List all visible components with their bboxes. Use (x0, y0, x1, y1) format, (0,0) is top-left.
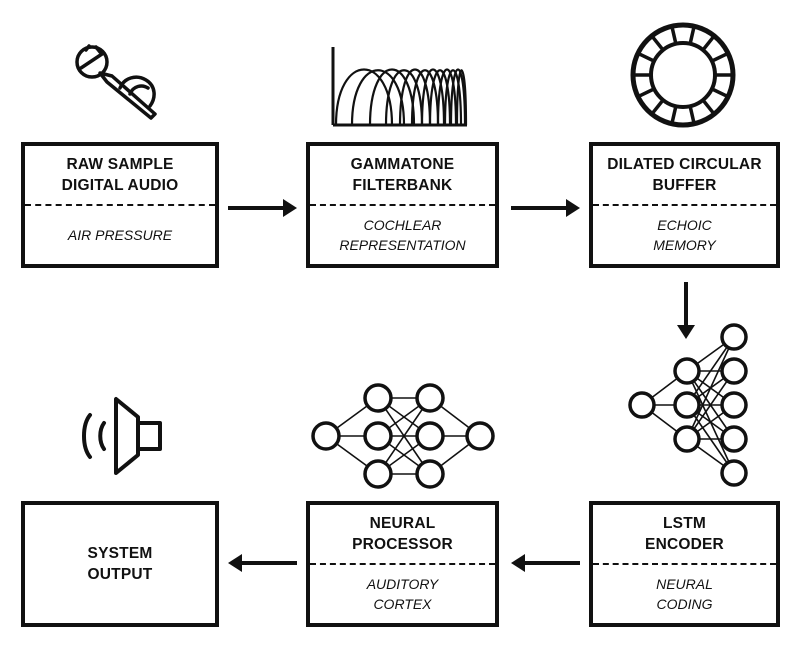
dashed-divider (593, 204, 776, 206)
network-node (363, 459, 393, 489)
ring-segment-divider (701, 34, 716, 52)
filter-arch (350, 69, 406, 126)
filterbank-curves-icon (330, 45, 470, 130)
stage-title: DILATED CIRCULAR BUFFER (607, 156, 762, 194)
network-node (673, 425, 701, 453)
network-node (415, 459, 445, 489)
ring-inner (649, 41, 717, 109)
network-node (415, 421, 445, 451)
stage-lstm-encoder-box: LSTM ENCODER NEURAL CODING (589, 501, 780, 627)
network-edge (686, 370, 735, 440)
filter-arch (455, 69, 468, 126)
network-node (465, 421, 495, 451)
stage-subtitle: AUDITORY CORTEX (366, 576, 439, 612)
filter-arch (410, 69, 440, 126)
network-node (673, 391, 701, 419)
stage-raw-sample-box: RAW SAMPLE DIGITAL AUDIO AIR PRESSURE (21, 142, 219, 268)
ring-buffer-icon (628, 20, 738, 130)
ring-segment-divider (670, 105, 678, 125)
stage-subtitle: COCHLEAR REPRESENTATION (339, 217, 466, 253)
network-edge (686, 336, 735, 406)
arrow-left-2-head (228, 554, 242, 572)
stage-subtitle: AIR PRESSURE (67, 227, 173, 243)
ring-segment-divider (650, 34, 665, 52)
filter-arch (443, 69, 463, 126)
network-node (363, 421, 393, 451)
stage-title: SYSTEM OUTPUT (87, 545, 153, 583)
neural-network-icon (308, 380, 498, 492)
filter-arch (384, 69, 424, 126)
stage-title: RAW SAMPLE DIGITAL AUDIO (61, 156, 179, 194)
stage-title: LSTM ENCODER (645, 515, 724, 553)
ring-segment-divider (688, 105, 696, 125)
network-edge (377, 397, 431, 475)
network-node (720, 323, 748, 351)
filter-arch (428, 69, 452, 126)
ring-segment-divider (637, 87, 655, 99)
stage-circular-buffer-box: DILATED CIRCULAR BUFFER ECHOIC MEMORY (589, 142, 780, 268)
network-node (628, 391, 656, 419)
dashed-divider (310, 204, 495, 206)
network-node (720, 459, 748, 487)
stage-title: NEURAL PROCESSOR (352, 515, 453, 553)
network-node (673, 357, 701, 385)
dashed-divider (310, 563, 495, 565)
stage-title: GAMMATONE FILTERBANK (350, 156, 455, 194)
ring-segment-divider (688, 25, 696, 45)
ring-segment-divider (711, 51, 729, 63)
network-node (415, 383, 445, 413)
network-node (311, 421, 341, 451)
microphone-icon (60, 38, 180, 133)
ring-segment-divider (711, 87, 729, 99)
network-edge (686, 336, 735, 440)
arrow-left-1-head (511, 554, 525, 572)
stage-subtitle: ECHOIC MEMORY (653, 217, 716, 253)
filter-arch (420, 68, 446, 126)
stage-subtitle: NEURAL CODING (656, 576, 713, 612)
speaker-icon (68, 395, 168, 477)
arrow-right-2-head (566, 199, 580, 217)
filter-arch (334, 68, 394, 126)
network-node (720, 391, 748, 419)
ring-segment-divider (650, 98, 665, 116)
network-node (720, 357, 748, 385)
stage-gammatone-box: GAMMATONE FILTERBANK COCHLEAR REPRESENTA… (306, 142, 499, 268)
network-node (363, 383, 393, 413)
ring-segment-divider (701, 98, 716, 116)
encoder-network-icon (622, 322, 752, 492)
stage-neural-processor-box: NEURAL PROCESSOR AUDITORY CORTEX (306, 501, 499, 627)
dashed-divider (25, 204, 215, 206)
network-node (720, 425, 748, 453)
dashed-divider (593, 563, 776, 565)
ring-segment-divider (670, 25, 678, 45)
filter-arch (449, 68, 467, 126)
filter-arch (398, 68, 432, 126)
arrow-right-1-head (283, 199, 297, 217)
filter-arch (436, 68, 458, 126)
stage-system-output-box: SYSTEM OUTPUT (21, 501, 219, 627)
ring-segment-divider (637, 51, 655, 63)
